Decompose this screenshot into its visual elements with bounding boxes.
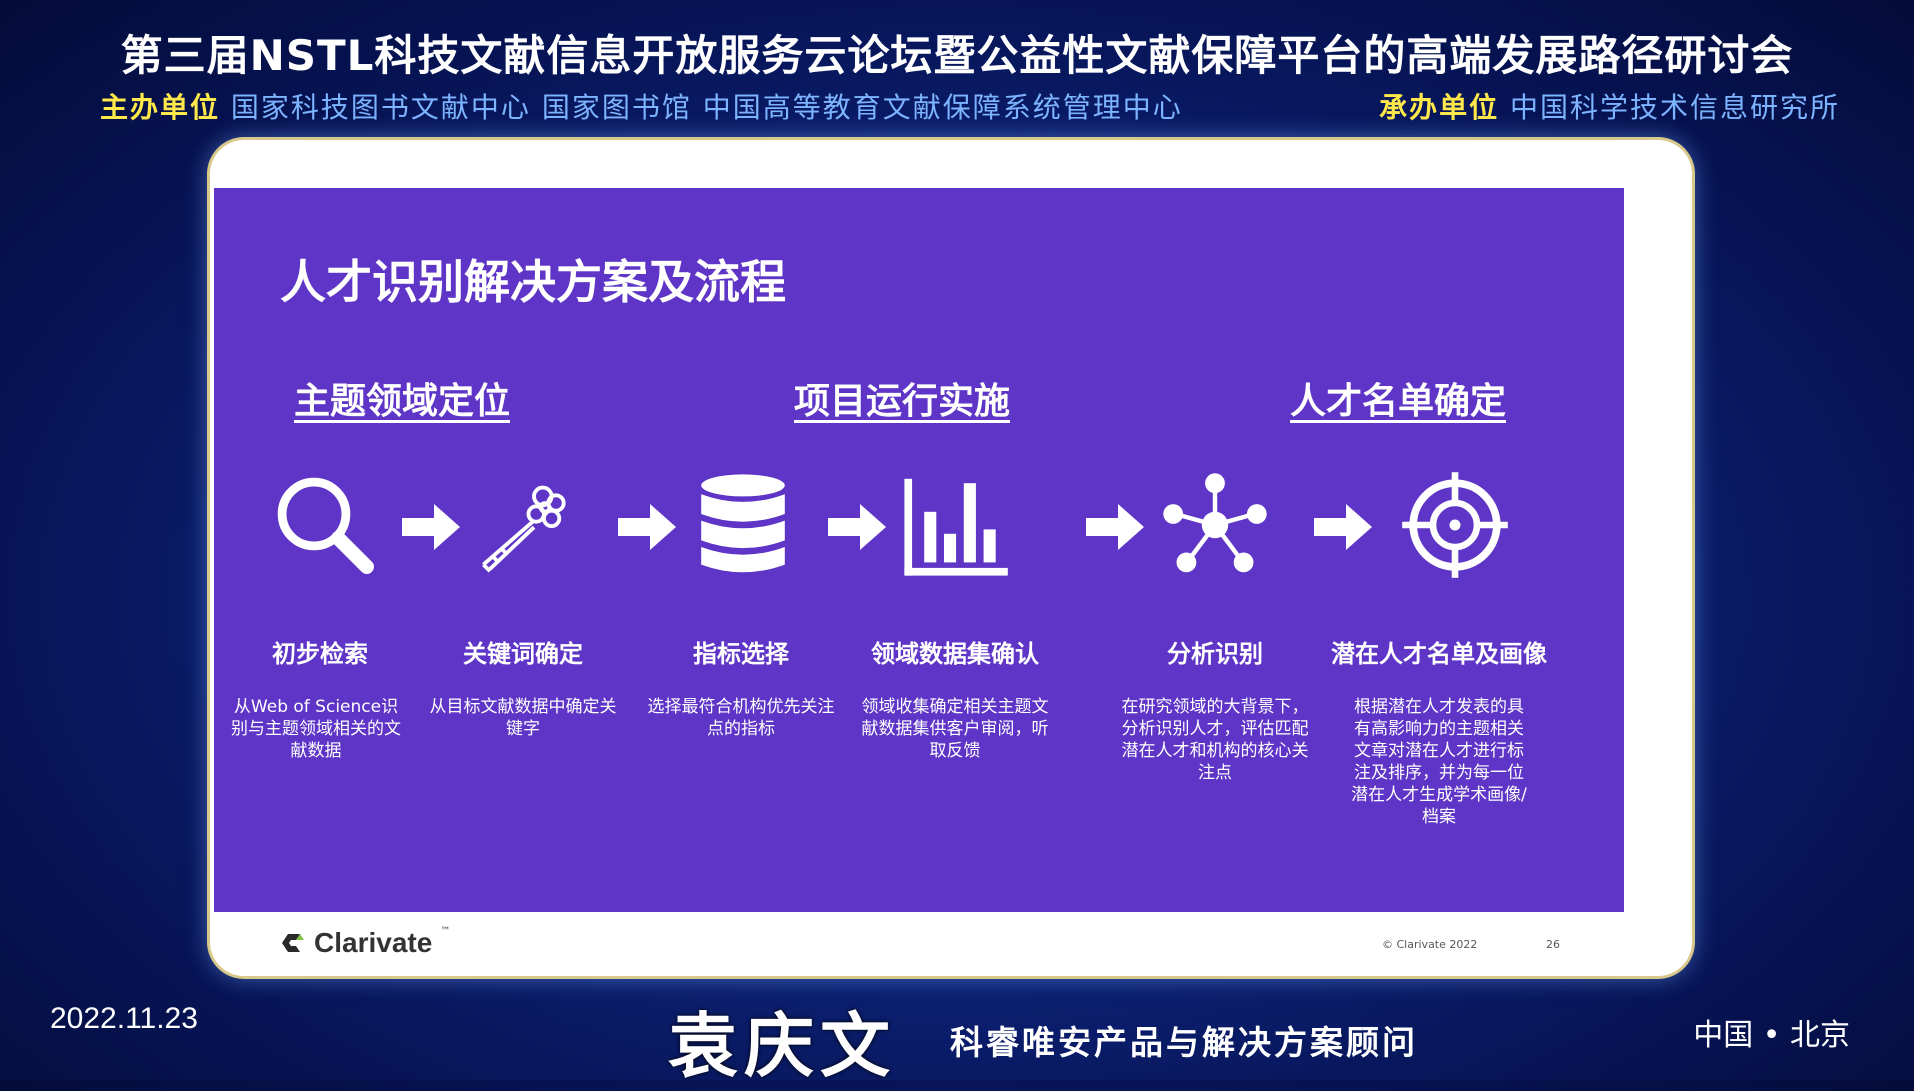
search-icon (270, 470, 380, 580)
step-description: 在研究领域的大背景下，分析识别人才，评估匹配潜在人才和机构的核心关注点 (1121, 697, 1309, 783)
clarivate-logo: Clarivate ™ (280, 926, 450, 960)
step-title: 潜在人才名单及画像 (1331, 640, 1547, 668)
speaker-name: 袁庆文 (668, 1005, 896, 1087)
copyright-text: © Clarivate 2022 (1382, 938, 1478, 951)
logo-text: Clarivate (314, 927, 433, 958)
event-location: 中国 • 北京 (1693, 1018, 1850, 1053)
key-icon (468, 470, 578, 580)
phase-project-execution: 项目运行实施 (794, 381, 1011, 422)
slide-content: 人才识别解决方案及流程 主题领域定位 项目运行实施 人才名单确定 (214, 188, 1624, 912)
slide-title: 人才识别解决方案及流程 (280, 255, 786, 309)
step-description: 选择最符合机构优先关注点的指标 (647, 697, 835, 739)
organizer-value: 中国科学技术信息研究所 (1509, 91, 1840, 124)
conference-title: 第三届NSTL科技文献信息开放服务云论坛暨公益性文献保障平台的高端发展路径研讨会 (120, 31, 1794, 80)
step-description: 从目标文献数据中确定关键字 (429, 697, 617, 739)
step-description: 从Web of Science识别与主题领域相关的文献数据 (231, 697, 401, 761)
host-organizers: 主办单位 国家科技图书文献中心 国家图书馆 中国高等教育文献保障系统管理中心 (100, 86, 1183, 126)
target-icon (1400, 470, 1510, 580)
clarivate-logo-mark-icon (282, 934, 304, 952)
host-label: 主办单位 (100, 91, 221, 124)
organizers-line: 主办单位 国家科技图书文献中心 国家图书馆 中国高等教育文献保障系统管理中心 承… (100, 86, 1840, 130)
organizer-label: 承办单位 (1379, 91, 1500, 124)
step-title: 初步检索 (272, 640, 368, 668)
database-icon (688, 470, 798, 580)
slide-page-number: 26 (1546, 938, 1560, 951)
step-title: 指标选择 (693, 640, 789, 668)
step-title: 关键词确定 (463, 640, 583, 668)
event-date: 2022.11.23 (50, 1002, 198, 1035)
trademark-mark: ™ (440, 926, 451, 937)
co-organizer: 承办单位 中国科学技术信息研究所 (1379, 86, 1840, 126)
network-icon (1160, 470, 1270, 580)
arrow-right-icon (1086, 504, 1144, 550)
phase-topic-positioning: 主题领域定位 (294, 381, 511, 422)
arrow-right-icon (1314, 504, 1372, 550)
step-description: 领域收集确定相关主题文献数据集供客户审阅，听取反馈 (861, 697, 1049, 761)
speaker-role: 科睿唯安产品与解决方案顾问 (950, 1023, 1418, 1062)
arrow-right-icon (828, 504, 886, 550)
bar-chart-icon (900, 470, 1010, 580)
slide-frame: 人才识别解决方案及流程 主题领域定位 项目运行实施 人才名单确定 (210, 140, 1692, 976)
step-title: 分析识别 (1167, 640, 1263, 668)
arrow-right-icon (618, 504, 676, 550)
phase-talent-list: 人才名单确定 (1290, 381, 1507, 422)
step-description: 根据潜在人才发表的具有高影响力的主题相关文章对潜在人才进行标注及排序，并为每一位… (1351, 697, 1527, 827)
host-value: 国家科技图书文献中心 国家图书馆 中国高等教育文献保障系统管理中心 (230, 91, 1183, 124)
step-title: 领域数据集确认 (871, 640, 1039, 668)
arrow-right-icon (402, 504, 460, 550)
